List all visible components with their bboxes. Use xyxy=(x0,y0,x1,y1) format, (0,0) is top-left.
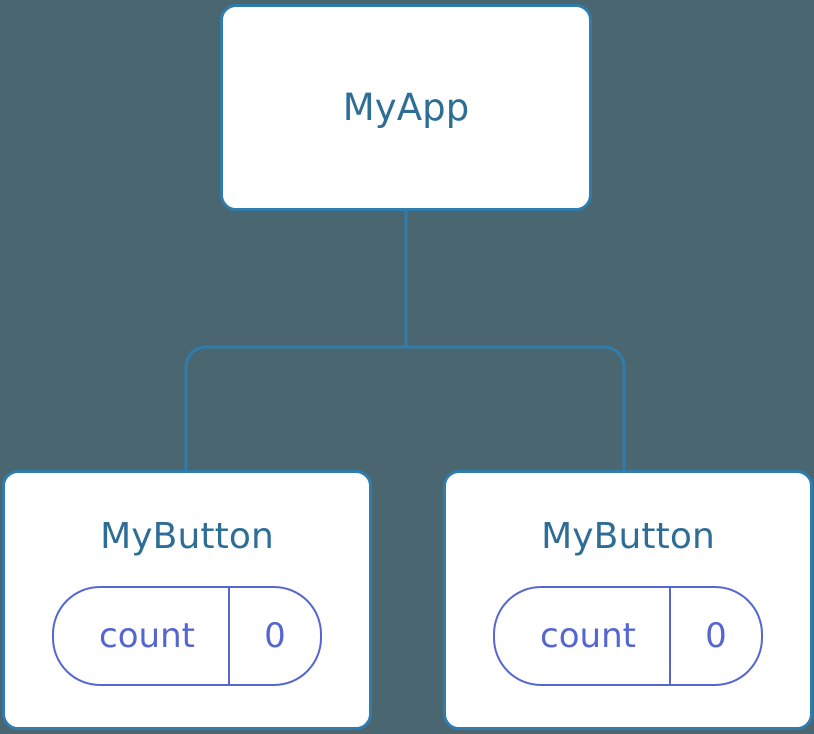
state-value: 0 xyxy=(228,588,320,684)
state-pill[interactable]: count 0 xyxy=(52,586,322,686)
state-key: count xyxy=(99,616,195,656)
connector-root-to-child-left xyxy=(184,345,406,470)
connector-root-to-child-right xyxy=(406,345,626,470)
node-title: MyButton xyxy=(100,516,274,557)
node-myapp[interactable]: MyApp xyxy=(220,4,592,211)
state-pill[interactable]: count 0 xyxy=(493,586,763,686)
node-mybutton-left[interactable]: MyButton count 0 xyxy=(2,470,372,730)
node-title: MyApp xyxy=(342,86,470,129)
state-value: 0 xyxy=(669,588,761,684)
node-title: MyButton xyxy=(541,516,715,557)
node-mybutton-right[interactable]: MyButton count 0 xyxy=(443,470,813,730)
state-key: count xyxy=(540,616,636,656)
